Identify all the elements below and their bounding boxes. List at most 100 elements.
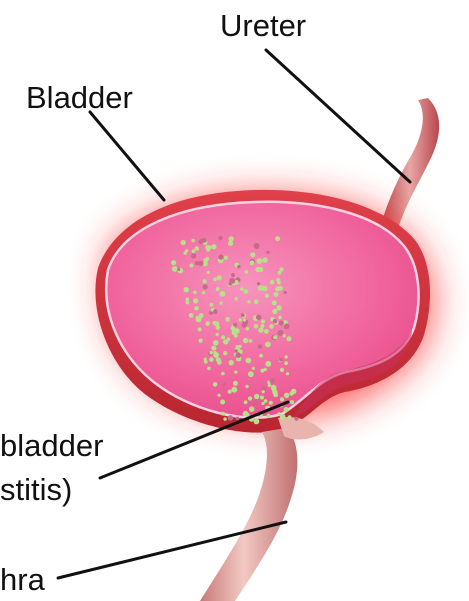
bacterium-dot	[270, 378, 275, 383]
bacterium-dot	[213, 382, 218, 387]
bacterium-dot	[279, 286, 283, 290]
bacterium-dot	[258, 344, 263, 349]
bacterium-dot	[199, 313, 204, 318]
bacterium-dot	[272, 300, 277, 305]
bacterium-dot	[194, 246, 199, 251]
bacterium-dot	[250, 260, 255, 265]
ureter-tube	[380, 98, 439, 232]
bacterium-dot	[211, 244, 216, 249]
bacterium-dot	[260, 396, 264, 400]
bacterium-dot	[204, 360, 208, 364]
bacterium-dot	[280, 414, 286, 420]
bacterium-dot	[284, 291, 287, 294]
bacterium-dot	[211, 346, 216, 351]
bacterium-dot	[244, 289, 249, 294]
bacterium-dot	[186, 298, 189, 301]
bacterium-dot	[234, 349, 237, 352]
bacterium-dot	[248, 396, 252, 400]
bacterium-dot	[248, 371, 254, 377]
bacterium-dot	[290, 400, 294, 404]
bacterium-dot	[217, 275, 222, 280]
bacterium-dot	[243, 338, 248, 343]
bacterium-dot	[213, 321, 217, 325]
bacterium-dot	[254, 324, 259, 329]
urethra-tube	[200, 428, 297, 601]
bacterium-dot	[266, 414, 270, 418]
bacterium-dot	[192, 249, 196, 253]
bacterium-dot	[249, 406, 255, 412]
bacterium-dot	[203, 284, 208, 289]
bacterium-dot	[236, 417, 240, 421]
bacterium-dot	[205, 245, 209, 249]
bacterium-dot	[269, 401, 273, 405]
bacterium-dot	[273, 319, 277, 323]
bacterium-dot	[283, 334, 286, 337]
bacterium-dot	[191, 253, 196, 258]
bacterium-dot	[185, 249, 188, 252]
bacterium-dot	[242, 323, 247, 328]
bacterium-dot	[198, 261, 203, 266]
bacterium-dot	[259, 354, 263, 358]
bacterium-dot	[214, 351, 217, 354]
bacterium-dot	[278, 271, 282, 275]
bacterium-dot	[246, 358, 252, 364]
inflamed-bladder-label-line2: stitis)	[0, 472, 72, 507]
bacterium-dot	[194, 306, 199, 311]
bacterium-dot	[246, 327, 250, 331]
bacterium-dot	[254, 394, 259, 399]
bacterium-dot	[221, 372, 225, 376]
bacterium-dot	[261, 402, 264, 405]
bacterium-dot	[254, 300, 259, 305]
bacterium-dot	[222, 383, 226, 387]
bacterium-dot	[221, 335, 225, 339]
bacterium-dot	[245, 270, 249, 274]
bacterium-dot	[172, 266, 178, 272]
bacterium-dot	[209, 357, 214, 362]
bacterium-dot	[262, 390, 265, 393]
bacterium-dot	[280, 368, 284, 372]
bacterium-dot	[218, 254, 223, 259]
bacterium-dot	[247, 300, 250, 303]
bacterium-dot	[270, 280, 275, 285]
bacterium-dot	[205, 321, 210, 326]
bacterium-dot	[184, 287, 189, 292]
bacterium-dot	[277, 412, 280, 415]
bacterium-dot	[228, 241, 233, 246]
bacterium-dot	[199, 339, 203, 343]
bacterium-dot	[218, 236, 222, 240]
ureter-leader-line	[266, 50, 410, 182]
bacterium-dot	[216, 357, 221, 362]
bacterium-dot	[279, 321, 284, 326]
bacterium-dot	[223, 351, 227, 355]
bacterium-dot	[264, 329, 269, 334]
bacterium-dot	[231, 273, 235, 277]
bacterium-dot	[255, 267, 260, 272]
bacterium-dot	[277, 330, 283, 336]
bacterium-dot	[285, 355, 288, 358]
bacterium-dot	[225, 317, 230, 322]
bacterium-dot	[229, 236, 234, 241]
bacterium-dot	[202, 291, 205, 294]
bacterium-dot	[216, 287, 220, 291]
bacterium-dot	[279, 358, 283, 362]
bacterium-dot	[284, 361, 288, 365]
bacterium-dot	[265, 294, 269, 298]
bacterium-dot	[203, 279, 207, 283]
bacterium-dot	[198, 327, 202, 331]
bacterium-dot	[276, 278, 280, 282]
bacterium-dot	[274, 292, 279, 297]
bacterium-dot	[207, 271, 210, 274]
bacterium-dot	[203, 261, 208, 266]
bacterium-dot	[233, 381, 238, 386]
inflamed-bladder-label-line1: bladder	[0, 428, 103, 463]
bacterium-dot	[231, 326, 236, 331]
bacterium-dot	[224, 256, 228, 260]
bacterium-dot	[228, 415, 234, 421]
bacterium-dot	[264, 368, 267, 371]
bacterium-dot	[250, 252, 255, 257]
bacterium-dot	[229, 278, 235, 284]
urethra-label: hra	[0, 562, 46, 597]
bacterium-dot	[171, 260, 176, 265]
urethra-neck	[278, 417, 324, 439]
bacterium-dot	[223, 417, 226, 420]
